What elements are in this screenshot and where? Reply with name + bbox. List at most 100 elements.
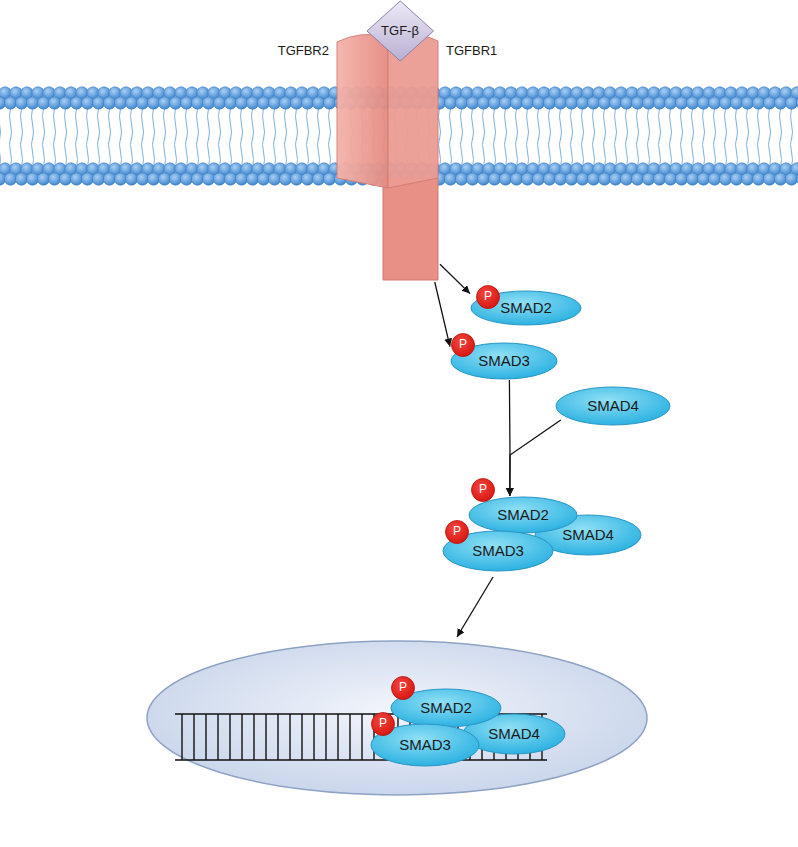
protein-label: TGF-β [381,24,419,38]
protein-shape [443,531,553,571]
dna-rung [193,714,194,760]
lipid-head [664,97,676,109]
receptor-stalk [383,178,438,280]
dna-rung [289,714,290,760]
lipid-head [598,173,610,185]
lipid-head [477,97,489,109]
lipid-tail [681,138,683,168]
lipid-head [741,97,753,109]
lipid-tail [329,108,331,140]
lipid-tail [186,138,188,168]
lipid-tail [109,138,111,168]
lipid-head [708,97,720,109]
protein-shape [471,291,581,325]
lipid-tail [703,108,705,140]
lipid-tail [538,108,540,140]
lipid-tail [527,138,529,168]
phosphate-circle: P [391,676,415,700]
phosphate-circle: P [451,333,475,357]
lipid-tail [131,108,133,140]
protein-label: SMAD3 [478,353,530,370]
lipid-tail [670,108,672,140]
lipid-head [15,97,27,109]
dna-rung [337,714,338,760]
dna-rung [301,714,302,760]
lipid-head [125,173,137,185]
lipid-tail [747,138,749,168]
dna-rung [217,714,218,760]
lipid-head [675,173,687,185]
lipid-tail [164,138,166,168]
lipid-head [81,97,93,109]
lipid-tail [758,108,760,140]
lipid-tail [637,138,639,168]
lipid-head [202,173,214,185]
lipid-head [235,97,247,109]
lipid-tail [142,138,144,168]
lipid-head [488,97,500,109]
lipid-head [631,173,643,185]
protein-shape [469,497,577,533]
lipid-tail [208,138,210,168]
protein-shape [451,343,557,379]
lipid-tail [681,108,683,140]
lipid-tail [76,108,78,140]
lipid-tail [263,108,265,140]
ligand-diamond: TGF-β [366,0,435,62]
lipid-tail [714,138,716,168]
lipid-tail [549,138,551,168]
lipid-head [631,97,643,109]
lipid-head [653,97,665,109]
lipid-head [103,97,115,109]
lipid-tail [230,138,232,168]
lipid-tail [285,108,287,140]
phosphate-shape [446,521,469,544]
dna-rung [313,714,314,760]
lipid-head [158,173,170,185]
lipid-head [147,173,159,185]
lipid-tail [483,108,485,140]
lipid-head [191,97,203,109]
lipid-head [26,173,38,185]
lipid-head [796,173,798,185]
lipid-tail [329,138,331,168]
lipid-tail [494,138,496,168]
lipid-tail [637,108,639,140]
lipid-head [114,173,126,185]
phosphate-shape [452,334,475,357]
lipid-tail [747,108,749,140]
lipid-tail [263,138,265,168]
lipid-head [290,97,302,109]
lipid-head [785,97,797,109]
signal-arrow [440,264,470,293]
dna-strand [175,759,547,761]
lipid-tail [153,138,155,168]
lipid-head [257,97,269,109]
lipid-head [543,173,555,185]
lipid-tail [450,138,452,168]
lipid-tail [98,108,100,140]
lipid-tail [65,138,67,168]
lipid-head [796,97,798,109]
lipid-head [444,97,456,109]
lipid-tail [164,108,166,140]
lipid-head [785,173,797,185]
lipid-head [70,97,82,109]
translocation-arrow [457,577,493,637]
lipid-head [477,173,489,185]
lipid-tail [604,138,606,168]
phosphate-shape [477,286,500,309]
lipid-head [279,173,291,185]
lipid-head [642,173,654,185]
lipid-head [510,97,522,109]
protein-shape [556,387,670,425]
lipid-head [653,173,665,185]
lipid-head [15,173,27,185]
lipid-head [312,97,324,109]
lipid-tail [505,138,507,168]
lipid-tail [703,138,705,168]
lipid-head [686,173,698,185]
lipid-head [191,173,203,185]
